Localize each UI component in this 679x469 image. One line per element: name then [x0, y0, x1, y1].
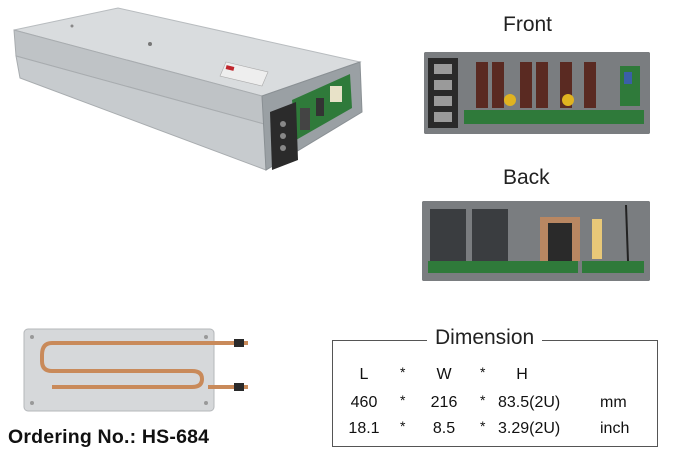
- cold-plate-image: [23, 328, 248, 412]
- header-l: L: [359, 366, 369, 383]
- row-inch-star-1: *: [400, 418, 406, 434]
- power-supply-product-image: [13, 7, 363, 171]
- front-label: Front: [503, 13, 553, 36]
- header-w: W: [436, 366, 452, 383]
- row-mm-l: 460: [350, 394, 378, 411]
- row-mm-h: 83.5(2U): [498, 394, 561, 411]
- row-inch-l: 18.1: [348, 420, 380, 437]
- row-inch-star-2: *: [480, 418, 486, 434]
- back-view-photo: [422, 201, 650, 281]
- row-inch-w: 8.5: [432, 420, 456, 437]
- header-star-1: *: [400, 364, 406, 380]
- row-mm-star-1: *: [400, 392, 406, 408]
- ordering-number: Ordering No.: HS-684: [8, 426, 210, 448]
- row-mm-w: 216: [430, 394, 458, 411]
- row-inch-unit: inch: [600, 420, 630, 437]
- dimension-title: Dimension: [427, 326, 543, 350]
- row-mm-unit: mm: [600, 394, 627, 411]
- back-label: Back: [503, 166, 550, 189]
- row-mm-star-2: *: [480, 392, 486, 408]
- row-inch-h: 3.29(2U): [498, 420, 561, 437]
- front-view-photo: [424, 52, 650, 134]
- header-star-2: *: [480, 364, 486, 380]
- header-h: H: [516, 366, 528, 383]
